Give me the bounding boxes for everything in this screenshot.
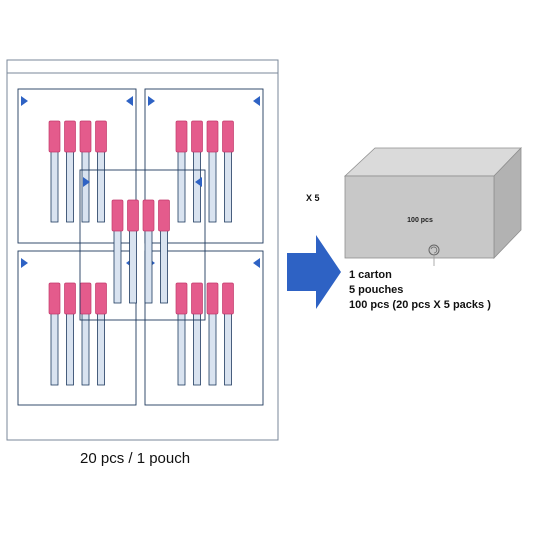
swab-tip [158,199,170,232]
swab-tip [64,282,76,315]
pack-frame [17,88,137,244]
swab-stick [66,312,74,386]
swab-stick [224,312,232,386]
swab-stick [129,229,137,304]
pack-frame [144,88,264,244]
swab-tip [142,199,155,232]
swab-tip [191,282,203,315]
packs-layer [17,88,264,406]
swab-tip [111,199,124,232]
pack-marker-icon [21,258,28,268]
swab-stick [144,229,153,304]
pack-marker-icon [253,258,260,268]
swab-stick [81,312,90,386]
pack-marker-icon [126,96,133,106]
swab-stick [193,150,201,223]
swab-tip [175,120,188,153]
swab-tip [79,120,92,153]
carton-face-label: 100 pcs [407,217,433,224]
swab-stick [208,312,217,386]
swab-tip [48,120,61,153]
swab-stick [97,150,105,223]
carton-info-line-3: 100 pcs (20 pcs X 5 packs ) [349,299,491,311]
swab-tip [175,282,188,315]
pouch-outline [6,59,279,441]
swab-stick [193,312,201,386]
pack-marker-icon [83,177,90,187]
carton-top-face [343,147,522,177]
carton-seal-arrow [430,246,438,254]
pouch [6,59,279,441]
pack-marker-icon [195,177,202,187]
pack [17,88,137,244]
pack-frame [17,250,137,406]
swab-tip [127,199,139,232]
carton-info: 1 carton 5 pouches 100 pcs (20 pcs X 5 p… [349,268,491,313]
carton-box: 100 pcs [343,147,522,266]
swab-stick [177,312,186,386]
swab-tip [222,282,234,315]
swab-stick [66,150,74,223]
swab-tip [206,120,219,153]
pack-marker-icon [253,96,260,106]
pack-frame [79,169,206,321]
pack [144,250,264,406]
swab-tip [79,282,92,315]
swab-tip [48,282,61,315]
right-arrow-icon [287,235,341,309]
swab-stick [50,312,59,386]
pack [144,88,264,244]
swab-tip [191,120,203,153]
pack [79,169,206,321]
pack-frame [144,250,264,406]
swab-tip [64,120,76,153]
pack-marker-icon [21,96,28,106]
carton-front-face [344,175,495,259]
carton-info-line-1: 1 carton [349,269,392,281]
pouch-caption: 20 pcs / 1 pouch [80,450,191,467]
swab-stick [177,150,186,223]
pack-marker-icon [148,96,155,106]
swab-tip [95,120,107,153]
swab-tip [206,282,219,315]
swab-stick [224,150,232,223]
carton-info-line-2: 5 pouches [349,284,404,296]
swab-tip [95,282,107,315]
swab-tip [222,120,234,153]
swab-stick [97,312,105,386]
swab-stick [50,150,59,223]
pack [17,250,137,406]
swab-stick [113,229,122,304]
multiplier-label: X 5 [306,193,320,203]
swab-stick [208,150,217,223]
swab-stick [160,229,168,304]
